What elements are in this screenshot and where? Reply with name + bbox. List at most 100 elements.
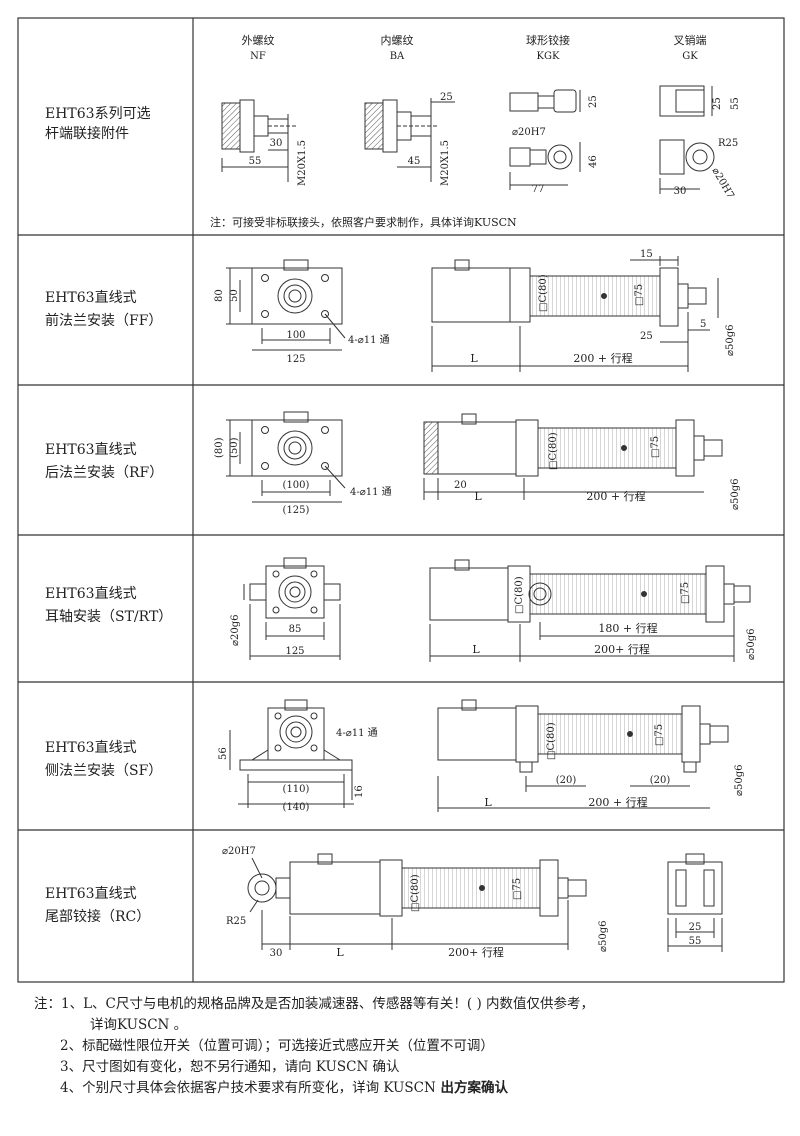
ff-dim-l: L — [470, 352, 478, 365]
sf-dim-56: 56 — [218, 747, 229, 760]
kgk-drawing — [509, 89, 581, 190]
sf-dim-l: L — [484, 796, 492, 809]
ba-dim-45: 45 — [408, 156, 421, 167]
rc-dim-g55: 55 — [689, 936, 702, 947]
ff-dim-stroke: 200 + 行程 — [573, 352, 632, 365]
rc-dim-g25: 25 — [689, 922, 702, 933]
ff-dim-holes: 4-⌀11 通 — [348, 334, 390, 346]
rf-dim-50: (50) — [229, 437, 240, 458]
gk-dim-r25: R25 — [718, 138, 738, 149]
acc-ba-code: BA — [390, 51, 405, 62]
ff-dim-5: 5 — [700, 319, 706, 330]
row-labels: EHT63系列可选 杆端联接附件 EHT63直线式 前法兰安装（FF） EHT6… — [45, 106, 172, 925]
row5-title2: 侧法兰安装（SF） — [45, 763, 162, 779]
rf-dim-sq75: □75 — [650, 436, 661, 458]
st-dim-85: 85 — [289, 624, 302, 635]
st-end-view — [243, 557, 341, 660]
row3-title2: 后法兰安装（RF） — [45, 465, 163, 481]
sf-dim-140: (140) — [283, 802, 310, 813]
row3-title1: EHT63直线式 — [45, 441, 137, 458]
kgk-dim-bore: ⌀20H7 — [512, 127, 546, 138]
kgk-dim-25: 25 — [588, 95, 599, 108]
rf-dim-20: 20 — [454, 480, 467, 491]
note-4-bold: 出方案确认 — [435, 1080, 508, 1096]
ff-end-view — [226, 259, 346, 351]
row2-title1: EHT63直线式 — [45, 289, 137, 306]
note-1b: 详询KUSCN 。 — [90, 1017, 188, 1033]
ff-dim-25: 25 — [640, 331, 653, 342]
rf-dim-rod: ⌀50g6 — [730, 478, 741, 510]
sf-side-view — [437, 699, 729, 812]
acc-gk-code: GK — [682, 51, 698, 62]
ba-drawing — [364, 98, 455, 182]
acc-kgk-code: KGK — [537, 51, 560, 62]
sf-dim-stroke: 200 + 行程 — [588, 796, 647, 809]
rc-dim-stroke: 200+ 行程 — [448, 946, 504, 959]
rc-dim-sq75: □75 — [512, 878, 523, 900]
ff-side-view — [431, 256, 719, 372]
gk-dim-25: 25 — [712, 97, 723, 110]
st-dim-stroke1: 180 + 行程 — [598, 622, 657, 635]
sf-dim-holes: 4-⌀11 通 — [336, 727, 378, 739]
sf-dim-rod: ⌀50g6 — [734, 764, 745, 796]
ff-dim-sqc: □C(80) — [538, 274, 549, 312]
row1-title1: EHT63系列可选 — [45, 106, 151, 122]
st-dim-rod: ⌀50g6 — [746, 628, 757, 660]
rc-dim-r25: R25 — [226, 916, 246, 927]
sf-dim-110: (110) — [283, 784, 310, 795]
rf-dim-80: (80) — [214, 437, 225, 458]
ff-dim-50: 50 — [229, 289, 240, 302]
rc-side-view — [247, 853, 587, 950]
sf-end-view — [229, 699, 354, 808]
row4-title1: EHT63直线式 — [45, 585, 137, 602]
st-side-view — [429, 559, 751, 662]
rc-dim-sqc: □C(80) — [410, 874, 421, 912]
sf-dim-sqc: □C(80) — [546, 722, 557, 760]
nf-dim-55: 55 — [249, 156, 262, 167]
rc-dim-bore: ⌀20H7 — [222, 846, 256, 857]
note-4-text: 4、个别尺寸具体会依据客户技术要求有所变化，详询 KUSCN — [60, 1080, 436, 1096]
gk-drawing — [659, 85, 715, 194]
rc-dim-rod: ⌀50g6 — [598, 920, 609, 952]
rf-dim-holes: 4-⌀11 通 — [350, 486, 392, 498]
acc-kgk-name: 球形铰接 — [526, 33, 570, 47]
accessory-headers: 外螺纹 NF 内螺纹 BA 球形铰接 KGK 叉销端 GK — [242, 33, 707, 62]
ba-dim-25: 25 — [440, 92, 453, 103]
row6-title1: EHT63直线式 — [45, 885, 137, 902]
note-2: 2、标配磁性限位开关（位置可调）；可选接近式感应开关（位置不可调） — [60, 1038, 494, 1054]
kgk-dim-77: 77 — [532, 184, 545, 195]
sf-dim-16: 16 — [354, 785, 365, 798]
acc-ba-name: 内螺纹 — [381, 33, 414, 47]
note-4: 4、个别尺寸具体会依据客户技术要求有所变化，详询 KUSCN 出方案确认 — [60, 1079, 508, 1097]
rf-dim-100: (100) — [283, 480, 310, 491]
note-1a: 注：1、L、C尺寸与电机的规格品牌及是否加装减速器、传感器等有关！( ) 内数值… — [34, 996, 594, 1012]
kgk-dim-46: 46 — [588, 155, 599, 168]
rf-end-view — [226, 411, 346, 503]
row1-title2: 杆端联接附件 — [45, 125, 129, 142]
st-dim-sqc: □C(80) — [514, 576, 525, 614]
acc-nf-name: 外螺纹 — [242, 33, 275, 47]
nf-dim-30: 30 — [270, 138, 283, 149]
st-dim-pin: ⌀20g6 — [230, 614, 241, 646]
ff-dim-80: 80 — [214, 289, 225, 302]
accessory-note: 注：可接受非标联接头，依照客户要求制作，具体详询KUSCN — [210, 215, 517, 229]
nf-dim-thread: M20X1.5 — [297, 140, 308, 186]
rf-dim-sqc: □C(80) — [548, 432, 559, 470]
sf-dim-c2: (20) — [650, 775, 671, 786]
rc-dim-l: L — [336, 946, 344, 959]
rc-dim-30: 30 — [270, 948, 283, 959]
spec-table — [17, 17, 785, 983]
acc-gk-name: 叉销端 — [674, 33, 707, 47]
note-3: 3、尺寸图如有变化，恕不另行通知，请向 KUSCN 确认 — [60, 1059, 400, 1075]
rf-dim-l: L — [474, 490, 482, 503]
ff-dim-rod: ⌀50g6 — [725, 324, 736, 356]
row5-title1: EHT63直线式 — [45, 739, 137, 756]
rf-side-view — [423, 413, 723, 500]
row4-title2: 耳轴安装（ST/RT） — [45, 609, 172, 625]
ba-dim-thread: M20X1.5 — [440, 140, 451, 186]
gk-dim-bore: ⌀20H7 — [709, 166, 735, 201]
ff-dim-100: 100 — [286, 330, 305, 341]
st-dim-sq75: □75 — [680, 582, 691, 604]
st-dim-stroke2: 200+ 行程 — [594, 643, 650, 656]
